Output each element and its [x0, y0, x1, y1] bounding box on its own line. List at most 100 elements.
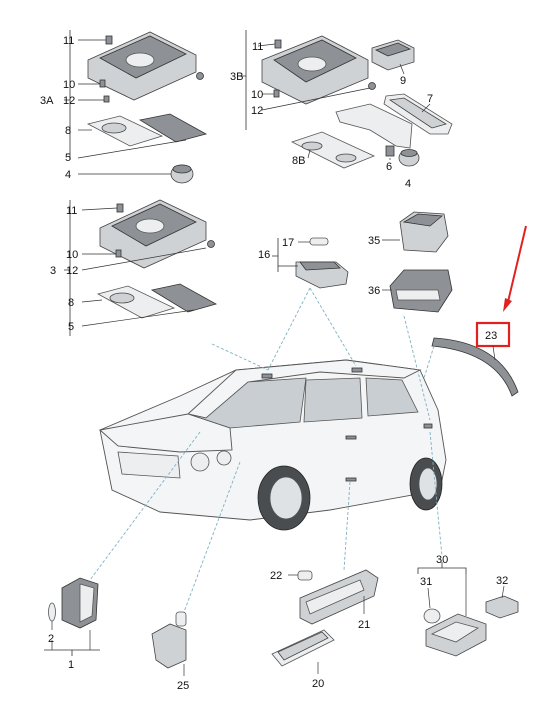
- label-20: 20: [312, 678, 324, 690]
- front-wheel-rim: [269, 476, 303, 520]
- trim-7-strip: [388, 97, 447, 129]
- screw-right-3a: [196, 72, 204, 80]
- lens-8b-window-2: [335, 153, 357, 163]
- bracket-25-clip: [175, 611, 187, 627]
- bracket-1: [44, 649, 100, 656]
- group-23: 23: [431, 225, 527, 397]
- lens-8a-window: [101, 122, 127, 134]
- label-4b: 4: [405, 178, 411, 190]
- lamp-35-face: [402, 213, 444, 227]
- screw-11c: [116, 203, 124, 213]
- group-16: 17 16: [258, 237, 349, 289]
- lamp-21-lens: [305, 579, 365, 615]
- bulb-17: [309, 237, 329, 246]
- lens-8a: [86, 115, 164, 147]
- door-handle: [345, 435, 357, 440]
- screw-11b: [274, 39, 282, 49]
- label-5c: 5: [68, 321, 74, 333]
- label-11a: 11: [63, 35, 74, 47]
- vehicle-illustration: [99, 359, 447, 531]
- group-1: 2 1: [44, 577, 100, 671]
- label-35: 35: [368, 235, 380, 247]
- dome-light-marker: [261, 373, 273, 379]
- leader-32: [501, 585, 505, 599]
- label-2: 2: [48, 633, 54, 645]
- leader-12c: [81, 247, 207, 271]
- bracket-25: [151, 623, 187, 669]
- label-8c: 8: [68, 297, 74, 309]
- clip-10a: [99, 79, 106, 88]
- group-25: 25: [151, 611, 189, 692]
- screw-11a: [105, 35, 113, 45]
- label-6: 6: [386, 161, 392, 173]
- lens-20-grid: [277, 631, 329, 661]
- side-window-rear: [365, 377, 419, 417]
- leader-8b: [307, 149, 311, 159]
- label-9: 9: [400, 75, 406, 87]
- red-arrow-shaft: [506, 225, 527, 307]
- lamp-36-lens: [395, 289, 441, 301]
- label-32: 32: [496, 575, 508, 587]
- lamp-16-top: [299, 261, 341, 271]
- label-4a: 4: [65, 169, 71, 181]
- bulb-31: [423, 608, 441, 624]
- clip-12a: [103, 95, 110, 103]
- dash-top-3: [211, 343, 269, 371]
- switch-6: [385, 145, 395, 157]
- label-12c: 12: [66, 265, 78, 277]
- bracket-3: [64, 200, 71, 336]
- dash-top-1: [267, 287, 311, 371]
- label-30: 30: [436, 554, 448, 566]
- side-window-front: [303, 377, 363, 423]
- label-10b: 10: [251, 89, 263, 101]
- headlight-left: [190, 452, 210, 472]
- trim-strip-23: [431, 337, 519, 397]
- group-3a: 11 10 3A 12 8 5 4: [40, 30, 208, 184]
- label-22: 22: [270, 570, 282, 582]
- label-21: 21: [358, 619, 370, 631]
- label-11b: 11: [252, 41, 263, 53]
- grille: [117, 451, 181, 479]
- headliner-panel: [335, 103, 413, 149]
- bulb-2: [48, 602, 56, 622]
- group-30-31-32: 30 31 32: [417, 554, 519, 657]
- label-5a: 5: [65, 152, 71, 164]
- label-16: 16: [258, 249, 270, 261]
- dash-1: [89, 431, 201, 581]
- rear-light-marker: [351, 367, 363, 373]
- label-25: 25: [177, 680, 189, 692]
- lens-5a: [138, 113, 208, 143]
- lens-recess-3b: [297, 56, 327, 72]
- label-8b: 8B: [292, 155, 305, 167]
- dash-glovebox: [403, 315, 431, 421]
- group-3: 11 10 3 12 8 5: [50, 199, 218, 336]
- bracket-30: [417, 562, 467, 574]
- label-3: 3: [50, 265, 56, 277]
- label-8a: 8: [65, 125, 71, 137]
- cap-4b-top: [400, 149, 418, 157]
- label-7: 7: [427, 93, 433, 105]
- label-3a: 3A: [40, 95, 54, 107]
- screw-right-3: [207, 240, 215, 248]
- dashed-leaders: [89, 287, 443, 613]
- label-12a: 12: [63, 95, 75, 107]
- bracket-3b: [240, 30, 247, 130]
- label-23: 23: [485, 330, 497, 342]
- sill-marker: [345, 477, 357, 482]
- leader-12b: [261, 87, 371, 111]
- bracket-3a: [64, 30, 71, 160]
- lamp-30-lens: [430, 621, 479, 643]
- leader-8c: [81, 299, 103, 303]
- cap-4a-top: [172, 164, 192, 174]
- lamp-housing-1-grid: [79, 583, 95, 623]
- label-3b: 3B: [230, 71, 243, 83]
- screw-right-3b: [368, 82, 376, 90]
- label-10c: 10: [66, 249, 78, 261]
- module-9-top: [374, 42, 412, 57]
- lens-8c-window: [109, 292, 135, 304]
- label-17: 17: [282, 237, 294, 249]
- label-12b: 12: [251, 105, 263, 117]
- dash-25: [183, 461, 241, 613]
- red-arrow-head: [503, 298, 512, 312]
